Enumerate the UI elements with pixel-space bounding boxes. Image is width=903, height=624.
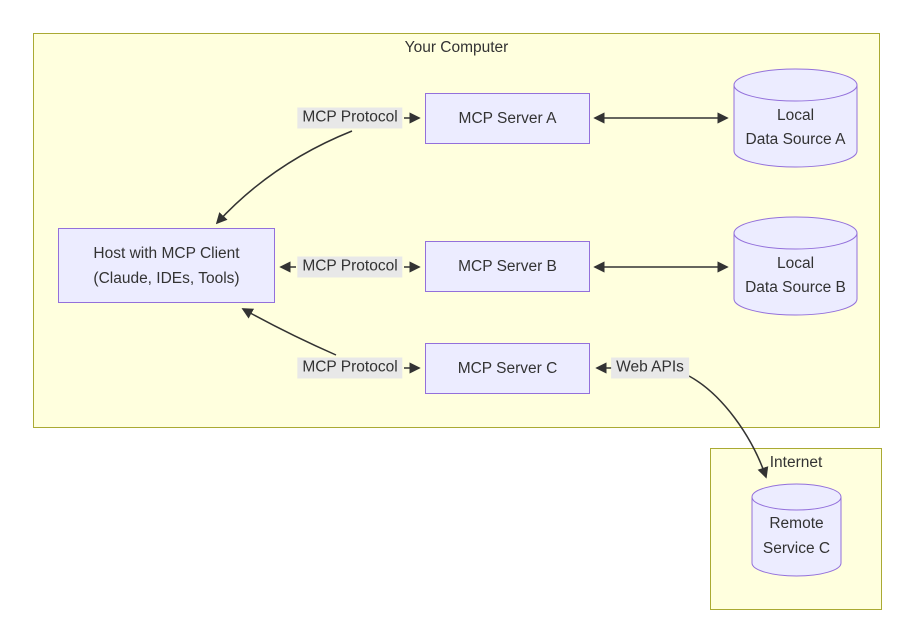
node-mcp-server-a: MCP Server A [425, 93, 590, 144]
group-your-computer-label: Your Computer [404, 39, 509, 56]
node-remote-service-c: Remote Service C [751, 483, 842, 577]
node-host: Host with MCP Client (Claude, IDEs, Tool… [58, 228, 275, 303]
node-remote-service-c-line2: Service C [762, 540, 831, 557]
node-local-data-source-b-line1: Local [776, 255, 815, 272]
node-local-data-source-a-line1: Local [776, 107, 815, 124]
node-local-data-source-a-line2: Data Source A [745, 131, 846, 148]
node-local-data-source-b-line2: Data Source B [745, 279, 846, 296]
group-internet-label: Internet [769, 454, 823, 471]
edge-label-mcp-protocol-a: MCP Protocol [297, 107, 403, 129]
node-mcp-server-b-label: MCP Server B [458, 258, 557, 275]
edge-label-mcp-protocol-c: MCP Protocol [297, 357, 403, 379]
database-cylinder-shape [751, 483, 842, 577]
node-mcp-server-c-label: MCP Server C [457, 360, 558, 377]
node-local-data-source-b: Local Data Source B [733, 216, 858, 316]
node-host-label-line1: Host with MCP Client [93, 244, 240, 262]
node-mcp-server-b: MCP Server B [425, 241, 590, 292]
edge-label-web-apis: Web APIs [611, 357, 689, 379]
node-mcp-server-c: MCP Server C [425, 343, 590, 394]
node-remote-service-c-line1: Remote [769, 515, 824, 532]
database-cylinder-shape [733, 68, 858, 168]
node-local-data-source-a: Local Data Source A [733, 68, 858, 168]
node-mcp-server-a-label: MCP Server A [458, 110, 557, 127]
database-cylinder-shape [733, 216, 858, 316]
edge-label-mcp-protocol-b: MCP Protocol [297, 256, 403, 278]
node-host-label-line2: (Claude, IDEs, Tools) [93, 269, 240, 287]
